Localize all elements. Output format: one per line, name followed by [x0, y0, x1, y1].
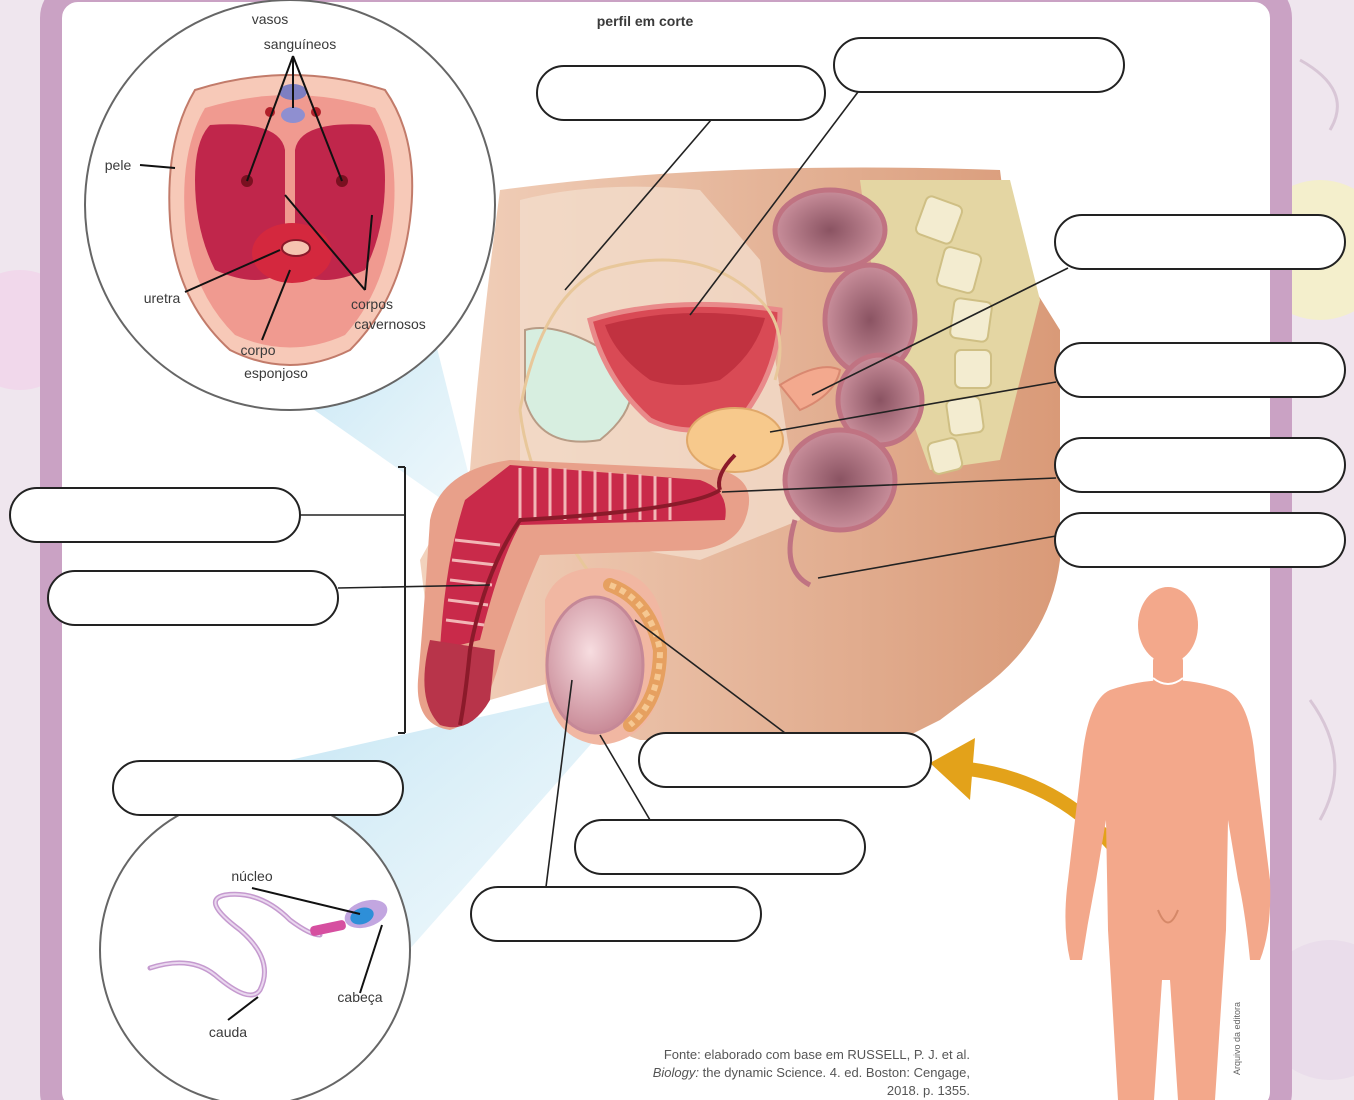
label-vessels-1: vasos [252, 11, 289, 27]
blank-label-prostate[interactable] [1054, 342, 1346, 398]
diagram-title: perfil em corte [597, 13, 694, 29]
label-head: cabeça [337, 989, 382, 1005]
blank-label-bulbourethral-gland[interactable] [1054, 437, 1346, 493]
source-citation: Fonte: elaborado com base em RUSSELL, P.… [520, 1046, 970, 1100]
label-spongy-2: esponjoso [244, 365, 308, 381]
blank-label-seminal-vesicle[interactable] [1054, 214, 1346, 270]
label-spongy-1: corpo [240, 342, 275, 358]
label-tail: cauda [209, 1024, 247, 1040]
blank-label-urethra[interactable] [47, 570, 339, 626]
blank-label-epididymis[interactable] [638, 732, 932, 788]
prostate [687, 408, 783, 472]
label-urethra: uretra [144, 290, 181, 306]
blank-label-spermatozoon[interactable] [112, 760, 404, 816]
source-line-2-title: Biology: [653, 1065, 699, 1080]
scrotum [545, 568, 665, 745]
source-line-1: Fonte: elaborado com base em RUSSELL, P.… [520, 1046, 970, 1064]
testis [547, 597, 643, 733]
label-skin: pele [105, 157, 132, 173]
label-vessels-2: sanguíneos [264, 36, 336, 52]
blank-label-penis[interactable] [9, 487, 301, 543]
penis-bracket [398, 467, 405, 733]
blank-label-testis[interactable] [470, 886, 762, 942]
source-line-3: 2018. p. 1355. [520, 1082, 970, 1100]
blank-label-vas-deferens[interactable] [833, 37, 1125, 93]
sperm-inset: núcleo cabeça cauda [100, 795, 410, 1100]
blank-label-scrotum[interactable] [574, 819, 866, 875]
source-line-2-rest: the dynamic Science. 4. ed. Boston: Ceng… [699, 1065, 970, 1080]
glans [424, 640, 495, 727]
pelvis-section [420, 168, 1060, 741]
source-line-2: Biology: the dynamic Science. 4. ed. Bos… [520, 1064, 970, 1082]
cross-section-inset: vasos sanguíneos pele uretra corpo espon… [85, 0, 495, 410]
label-cavernous-2: cavernosos [354, 316, 426, 332]
blank-label-bladder[interactable] [536, 65, 826, 121]
image-credit: Arquivo da editora [1232, 1002, 1242, 1075]
label-cavernous-1: corpos [351, 296, 393, 312]
label-nucleus: núcleo [231, 868, 272, 884]
blank-label-rectum[interactable] [1054, 512, 1346, 568]
